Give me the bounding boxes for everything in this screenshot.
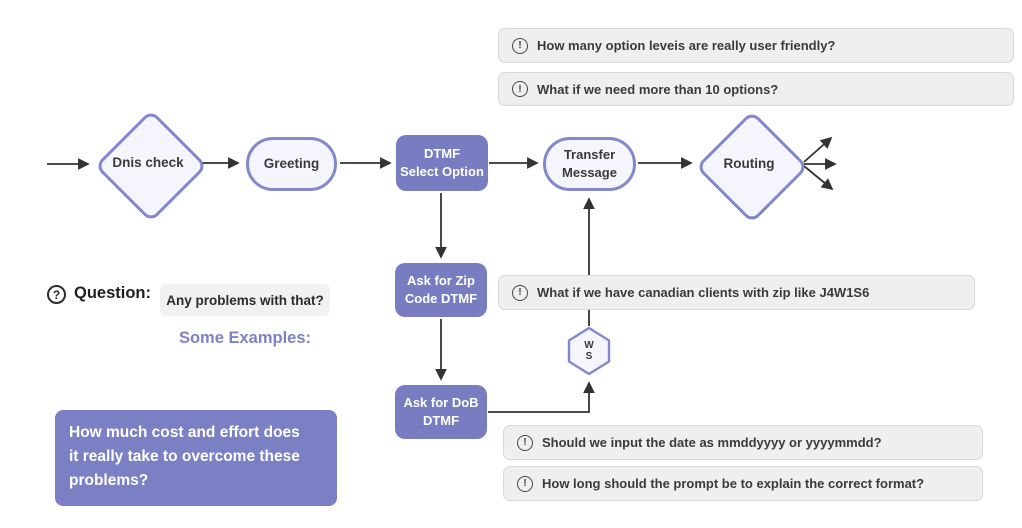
node-label: Ask for Zip Code DTMF — [404, 273, 478, 306]
node-ask-zip-code-dtmf: Ask for Zip Code DTMF — [395, 263, 487, 317]
node-label: Transfer Message — [562, 147, 617, 180]
node-label: W S — [584, 339, 594, 363]
alert-circle-icon: ! — [512, 37, 528, 54]
node-dtmf-select-option: DTMF Select Option — [396, 135, 488, 191]
callout-text: How many option leveis are really user f… — [537, 38, 836, 53]
alert-circle-icon: ! — [517, 475, 533, 492]
callout-option-levels: ! How many option leveis are really user… — [498, 28, 1014, 63]
node-label: DTMF Select Option — [400, 146, 484, 179]
callout-text: What if we need more than 10 options? — [537, 81, 779, 97]
callout-canadian-zip: ! What if we have canadian clients with … — [498, 275, 975, 310]
node-ask-dob-dtmf: Ask for DoB DTMF — [395, 385, 487, 439]
node-dnis-check: Dnis check — [94, 109, 208, 223]
question-bubble: Any problems with that? — [160, 284, 330, 316]
alert-circle-icon: ! — [512, 284, 528, 301]
node-ws-hexagon: W S — [567, 326, 611, 376]
statement-box: How much cost and effort does it really … — [55, 410, 337, 506]
question-circle-icon: ? — [47, 285, 66, 304]
hexagon-shape — [567, 326, 611, 376]
node-routing: Routing — [695, 110, 809, 224]
question-heading: Question: — [74, 284, 151, 302]
node-label: Greeting — [263, 155, 320, 171]
alert-circle-icon: ! — [512, 81, 528, 97]
node-greeting: Greeting — [246, 137, 337, 191]
callout-text: How long should the prompt be to explain… — [542, 476, 925, 491]
callout-text: Should we input the date as mmddyyyy or … — [542, 435, 882, 450]
node-label: Dnis check — [112, 154, 184, 170]
examples-label: Some Examples: — [178, 329, 312, 347]
callout-prompt-length: ! How long should the prompt be to expla… — [503, 466, 983, 501]
alert-circle-icon: ! — [517, 434, 533, 451]
callout-text: What if we have canadian clients with zi… — [537, 285, 870, 300]
node-transfer-message: Transfer Message — [543, 137, 636, 191]
node-label: Ask for DoB DTMF — [403, 395, 479, 428]
node-label: Routing — [723, 155, 775, 171]
callout-ten-options: ! What if we need more than 10 options? — [498, 72, 1014, 106]
callout-date-format: ! Should we input the date as mmddyyyy o… — [503, 425, 983, 460]
